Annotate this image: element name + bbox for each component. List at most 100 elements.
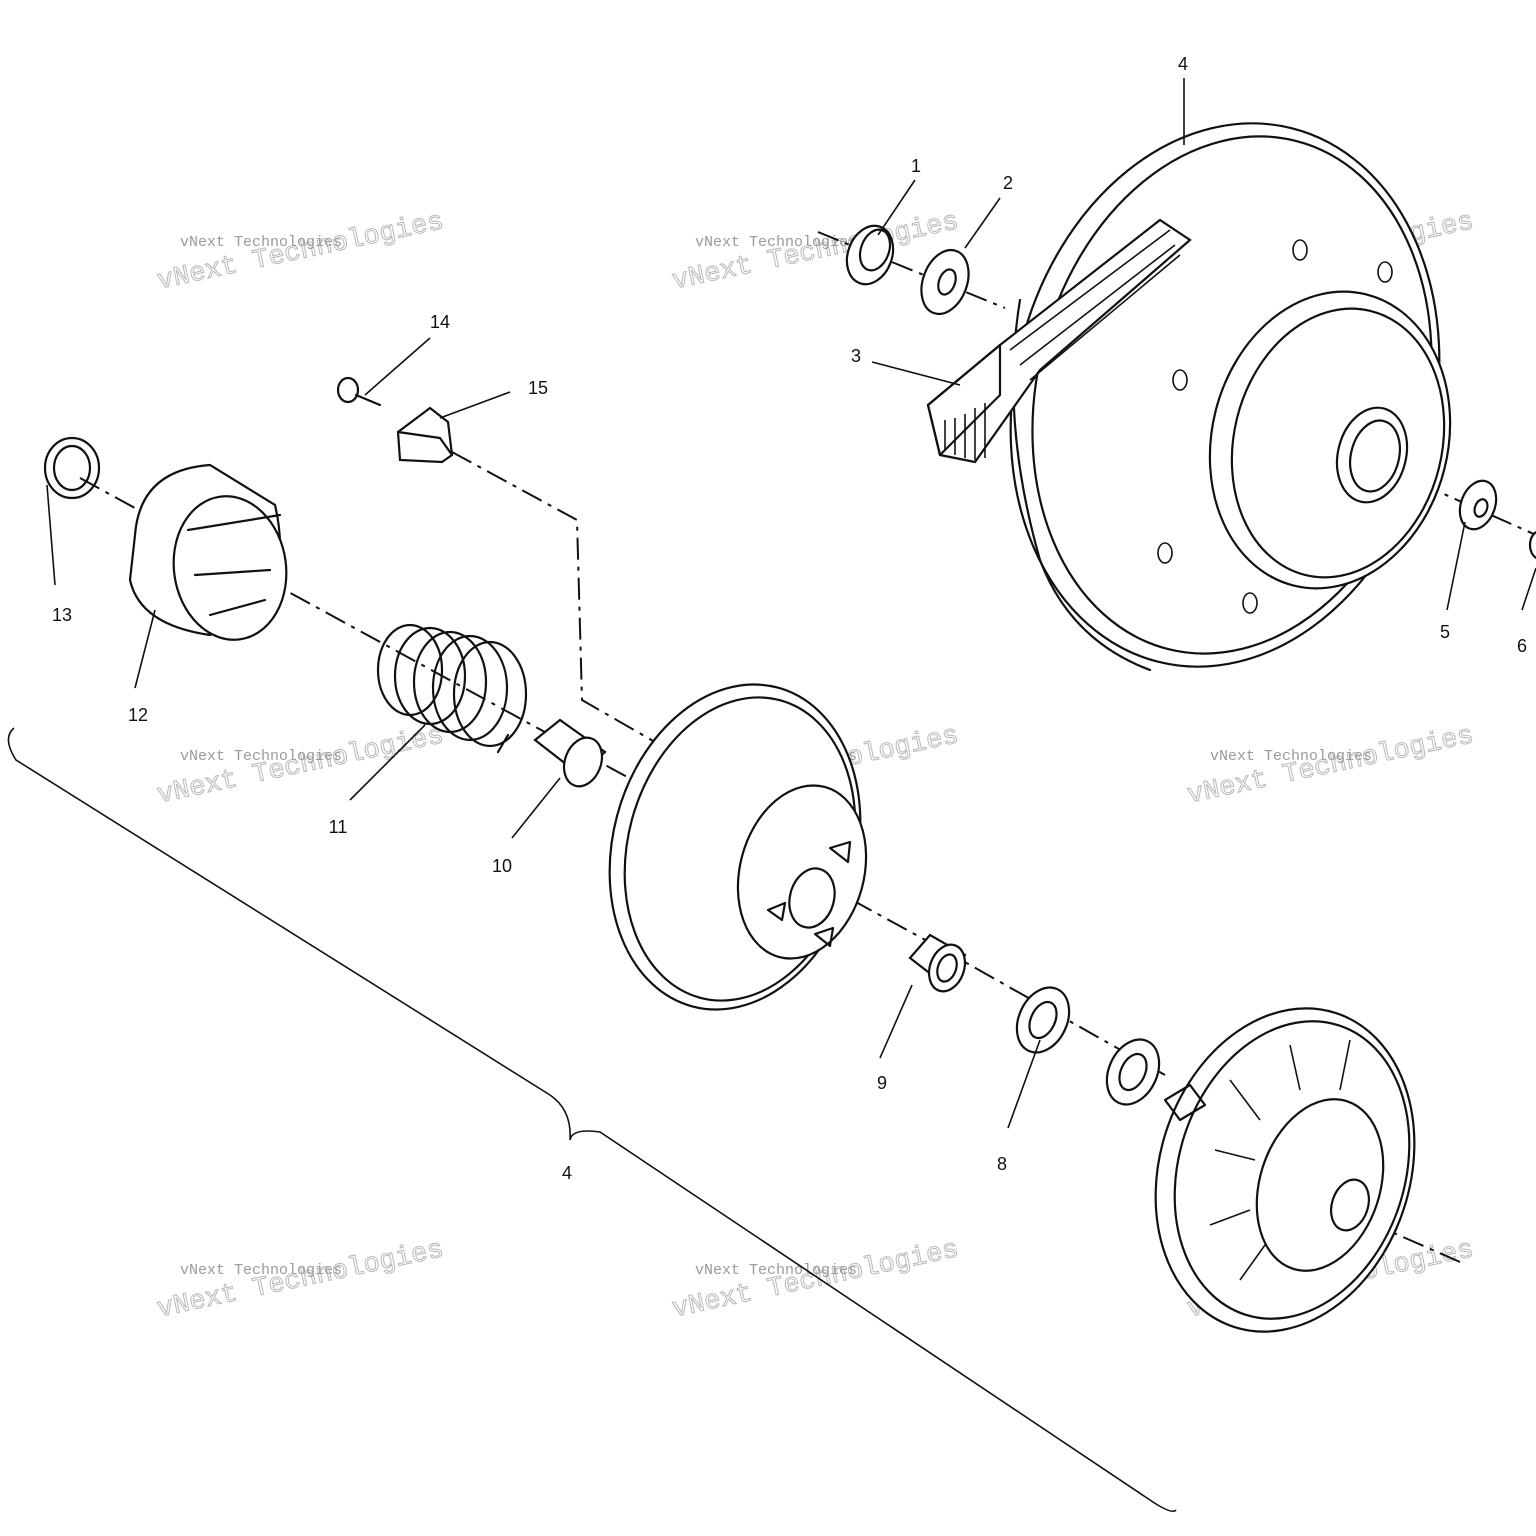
part-12-helix-cam [128,463,288,641]
bushing-end [562,736,604,788]
leader-9 [879,984,913,1059]
sheave-hub-face [1208,290,1452,590]
leader-11 [349,724,426,801]
watermark-1: vNext Technologies vNext Technologies [154,207,447,298]
belt-end-face [926,343,1002,457]
callout-11: 11 [329,817,348,837]
callout-6: 6 [1517,636,1527,656]
leader-15 [439,391,511,419]
part-4-moveable-sheave [608,683,868,1011]
mounting-hole-3 [1377,261,1393,283]
bushing-bore [936,953,958,983]
belt-texture [944,229,1181,460]
nut-body [1528,530,1536,560]
leader-3 [871,361,961,386]
part-4-driven-clutch-sheave [1009,122,1452,672]
callout-4-top: 4 [1178,54,1188,74]
washer-outer [1458,479,1498,531]
bushing-end [927,943,967,993]
part-13-snap-ring [43,436,101,500]
part-14-screw [336,376,382,407]
callout-14: 14 [430,312,450,332]
part-1-bushing [845,224,895,286]
callout-15: 15 [528,378,548,398]
callout-13: 13 [52,605,72,625]
callout-8: 8 [997,1154,1007,1174]
watermark-text: vNext Technologies [695,234,857,251]
part-11-spring [376,623,528,754]
watermark-outline-text: vNext Technologies [1185,721,1477,811]
leader-10 [511,777,561,839]
sheave-bore [788,867,836,929]
watermark-outline-text: vNext Technologies [670,207,962,297]
watermark-2: vNext Technologies vNext Technologies [669,207,962,298]
stationary-sheave-bore [1329,1178,1371,1232]
callout-3: 3 [851,346,861,366]
leader-5 [1446,521,1466,611]
leader-14 [364,337,431,396]
cam-ramps [186,513,282,617]
sheave-hub [736,784,868,960]
washer-outer [920,248,970,316]
cam-front-face [172,495,288,641]
watermark-7: vNext Technologies vNext Technologies [154,1235,447,1326]
bushing-inner [858,228,892,272]
button-pocket-2 [766,901,787,922]
washer-a-hole [1028,1000,1058,1040]
leader-12 [134,609,156,689]
upper-axis-line [1344,449,1536,536]
washer-b-hole [1118,1052,1148,1092]
part-5-washer [1458,479,1498,531]
leader-2 [964,197,1001,249]
part-8-washers [1015,986,1161,1106]
watermark-text: vNext Technologies [180,234,342,251]
leader-8 [1007,1039,1041,1129]
assembly-bracket [7,727,1177,1513]
stationary-sheave-inner-edge [1173,1020,1411,1320]
screw-head [336,376,360,404]
callout-12: 12 [128,705,148,725]
mounting-hole-4 [1157,542,1173,564]
part-15-cam-button [396,406,454,464]
mounting-hole-1 [1172,369,1188,391]
watermark-8: vNext Technologies vNext Technologies [669,1235,962,1326]
screw-shank [354,393,382,407]
watermark-text: vNext Technologies [695,1262,857,1279]
watermark-6: vNext Technologies vNext Technologies [1184,721,1477,812]
callout-10: 10 [492,856,512,876]
snap-ring-outer [43,436,101,500]
washer-hole [937,268,957,296]
upper-washer-axis-line [817,231,1006,309]
watermark-text: vNext Technologies [1210,748,1372,765]
watermark-outline-text: vNext Technologies [155,721,447,811]
part-2-washer [920,248,970,316]
callout-4-bracket: 4 [562,1163,572,1183]
spring-coil-4 [431,634,509,742]
part-3-drive-belt [926,218,1192,464]
watermark-text: vNext Technologies [180,748,342,765]
callout-labels: 1 2 3 4 5 6 8 9 10 11 12 13 14 15 4 [52,54,1527,1183]
sheave-bore-inner [1349,419,1401,493]
washer-b-outer [1105,1038,1161,1106]
callout-5: 5 [1440,622,1450,642]
button-pocket-1 [828,840,852,864]
washer-hole [1473,498,1489,518]
mounting-hole-5 [1242,592,1258,614]
washer-a-outer [1015,986,1071,1054]
leader-13 [46,484,56,586]
snap-ring-inner [52,444,92,492]
bushing-outer [845,224,895,286]
part-9-bushing [908,933,967,993]
spring-tang [496,733,510,754]
stationary-sheave [1154,1007,1416,1333]
stationary-sheave-shaft-splines [1163,1083,1207,1122]
watermark-4: vNext Technologies vNext Technologies [154,721,447,812]
part-10-bushing [533,718,607,788]
watermark-outline-text: vNext Technologies [155,207,447,297]
leader-6 [1521,567,1536,611]
stationary-sheave-hub [1255,1098,1385,1272]
leader-lines [46,78,1536,1129]
button-face-edge [396,430,454,457]
stationary-sheave-fins [1209,1039,1351,1281]
